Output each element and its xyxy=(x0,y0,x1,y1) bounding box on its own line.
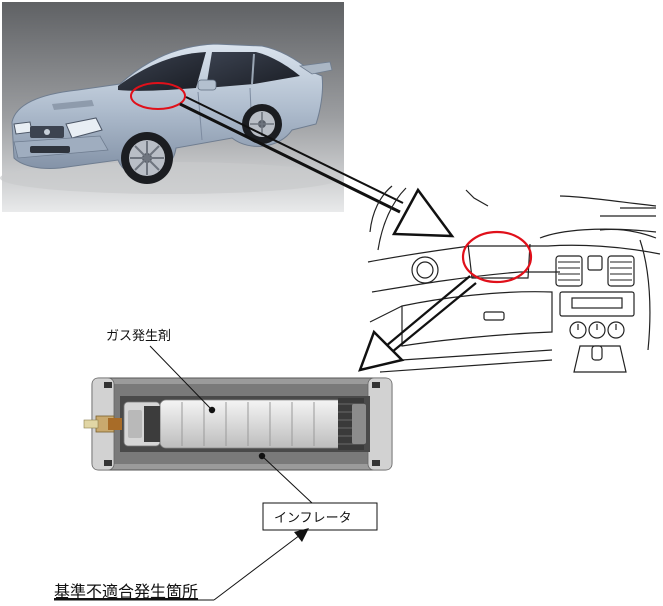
inflator-label-box: インフレータ xyxy=(262,502,378,531)
label-gas-generant: ガス発生剤 xyxy=(106,328,171,344)
arrow-dashboard-to-inflator xyxy=(358,275,477,372)
defect-location-annotation: 基準不適合発生箇所 xyxy=(54,528,309,601)
label-inflator: インフレータ xyxy=(274,511,352,526)
label-defect-location: 基準不適合発生箇所 xyxy=(54,582,198,601)
front-wheel xyxy=(121,132,173,184)
car-windshield xyxy=(118,52,206,91)
dashboard-drawing xyxy=(367,185,661,373)
arrow-car-to-dashboard xyxy=(179,96,455,238)
gas-generant-tube xyxy=(159,399,347,449)
inflator-cutaway xyxy=(83,377,393,471)
leader-gas-generant xyxy=(149,345,213,411)
car-highlight-circle xyxy=(130,82,186,110)
dashboard-highlight-circle xyxy=(461,230,533,284)
leader-inflator xyxy=(261,455,313,504)
car-photo xyxy=(0,2,344,212)
